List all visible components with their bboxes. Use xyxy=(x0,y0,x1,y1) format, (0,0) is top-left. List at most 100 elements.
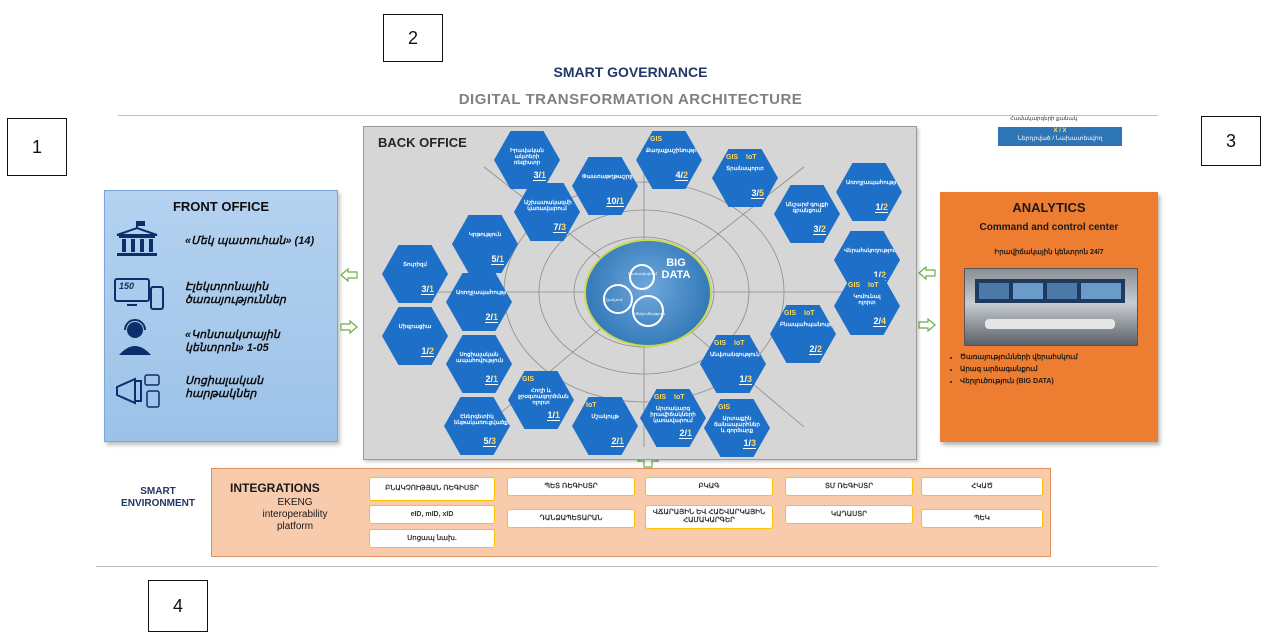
hex-count-implemented: 5 xyxy=(483,436,489,446)
megaphone-icon xyxy=(113,371,165,416)
chip-treasury: ԴԱՆՁԱՊԵՏԱՐԱՆ xyxy=(507,509,635,528)
devices-icon xyxy=(113,277,165,316)
analytics-bullet: Ծառայությունների վերահսկում xyxy=(960,352,1078,364)
analytics-list: Ծառայությունների վերահսկում Արագ արձագան… xyxy=(946,352,1078,388)
hex-count-implemented: 2 xyxy=(485,312,491,322)
diagram-subtitle: DIGITAL TRANSFORMATION ARCHITECTURE xyxy=(458,91,803,108)
arrow-left-icon xyxy=(340,268,358,282)
hex-count: 5/1 xyxy=(491,254,504,265)
hex-count: 2/2 xyxy=(809,344,822,355)
hex-count-planned: 2 xyxy=(880,270,886,280)
hex-label: Փաստաթղթաշրջանառություն xyxy=(582,174,671,180)
devices-count-label: 150 xyxy=(119,281,135,291)
gear-label-3: Վերլուծություն xyxy=(634,311,666,316)
hex-count: 2/4 xyxy=(873,316,886,327)
hex-label: Հողի և ջրօգտագործման ոլորտ xyxy=(518,388,569,406)
chip-payment-systems: ՎՃԱՐԱՅԻՆ ԵՎ ՀԱՇՎԱՐԿԱՅԻՆ ՀԱՄԱԿԱՐԳԵՐ xyxy=(645,505,773,529)
hex-label: Բնապահպանություն xyxy=(780,322,843,328)
hex-count-planned: 1 xyxy=(686,428,692,438)
hex-tag: GIS xyxy=(726,154,739,161)
bottom-divider xyxy=(96,566,1158,567)
diagram-title: SMART GOVERNANCE xyxy=(553,64,708,80)
front-office-item-one-window: «Մեկ պատուհան» (14) xyxy=(185,235,315,247)
gears-icon xyxy=(603,264,664,327)
hex-count: 1/3 xyxy=(743,438,756,449)
hex-count-implemented: 1 xyxy=(873,270,879,280)
legend-box: X / X Ներդրված / Նախատեսվող xyxy=(998,127,1122,146)
hex-count-implemented: 2 xyxy=(611,436,617,446)
hex-count-planned: 1 xyxy=(492,374,498,384)
system-hex: Առողջապահություն 1/2 xyxy=(836,163,902,221)
chip-state-register: ՊԵՏ ՌԵԳԻՍՏՐ xyxy=(507,477,635,496)
arrow-up-icon xyxy=(637,452,659,468)
control-room-image xyxy=(964,268,1138,346)
hex-count-planned: 2 xyxy=(882,202,888,212)
hex-count: 2/1 xyxy=(485,312,498,323)
hex-count-planned: 1 xyxy=(618,436,624,446)
chip-pek: ՊԵԿ xyxy=(921,509,1043,528)
hex-count-planned: 2 xyxy=(816,344,822,354)
chip-hkad: ՀԿԱԾ xyxy=(921,477,1043,496)
arrow-right-icon xyxy=(340,320,358,334)
hex-label: Վերահսկողություն xyxy=(844,248,899,254)
hex-count-planned: 5 xyxy=(758,188,764,198)
front-office-item-contact-center: «Կոնտակտային կենտրոն» 1-05 xyxy=(185,329,280,354)
hex-count-planned: 3 xyxy=(560,222,566,232)
hex-tag: GIS xyxy=(848,282,861,289)
hex-tag: GIS xyxy=(714,340,727,347)
top-divider xyxy=(118,115,1158,116)
analytics-subtitle: Command and control center xyxy=(979,222,1119,233)
hex-count-planned: 4 xyxy=(880,316,886,326)
analytics-bullet: Վերլուծություն (BIG DATA) xyxy=(960,376,1078,388)
hex-label: Առողջապահություն xyxy=(846,180,905,186)
chip-bkag: ԲԿԱԳ xyxy=(645,477,773,496)
integrations-title: INTEGRATIONS xyxy=(230,481,320,495)
back-office-panel: BACK OFFICE BIG DATA Կառավարում Մ xyxy=(363,126,917,460)
hex-label: Անշարժ գույքի գրանցում xyxy=(785,202,829,214)
hex-label: Կոմունալ ոլորտ xyxy=(853,294,881,306)
hex-count-implemented: 2 xyxy=(809,344,815,354)
marker-4: 4 xyxy=(148,580,208,632)
hex-label: Իրավական ակտերի ռեգիստր xyxy=(510,148,544,166)
call-center-agent-icon xyxy=(113,317,157,362)
chip-population-register: ԲՆԱԿՉՈՒԹՅԱՆ ՌԵԳԻՍՏՐ xyxy=(369,477,495,501)
arrow-left-icon xyxy=(918,266,936,280)
hex-count: 3/2 xyxy=(813,224,826,235)
gear-label-1: Կառավարում xyxy=(628,271,658,276)
hex-count-implemented: 10 xyxy=(606,196,617,206)
analytics-panel: ANALYTICS Command and control center Իրա… xyxy=(940,192,1158,442)
legend-title: Համակարգերի քանակ xyxy=(1010,116,1078,122)
hex-count-implemented: 1 xyxy=(875,202,881,212)
integrations-panel: INTEGRATIONS EKENG interoperability plat… xyxy=(211,468,1051,557)
hex-tag: IoT xyxy=(734,340,745,347)
hex-count-planned: 1 xyxy=(428,284,434,294)
marker-2: 2 xyxy=(383,14,443,62)
hex-count: 1/2 xyxy=(875,202,888,213)
hex-label: Արտաքին ճանապարհներ և գործարք xyxy=(714,416,760,434)
hex-count-planned: 3 xyxy=(490,436,496,446)
hex-count-planned: 3 xyxy=(750,438,756,448)
hex-count-planned: 3 xyxy=(746,374,752,384)
hex-count: 2/1 xyxy=(485,374,498,385)
hex-count-planned: 1 xyxy=(618,196,624,206)
gear-label-2: Մշակում xyxy=(604,297,623,302)
hex-count: 7/3 xyxy=(553,222,566,233)
system-hex: Իրավական ակտերի ռեգիստր 3/1 xyxy=(494,131,560,189)
front-office-title: FRONT OFFICE xyxy=(172,199,270,214)
front-office-panel: FRONT OFFICE «Մեկ պատուհան» (14) 150 Էլե… xyxy=(104,190,338,442)
smart-environment-label: SMART ENVIRONMENT xyxy=(121,486,195,509)
hex-count-planned: 1 xyxy=(498,254,504,264)
hex-tag: IoT xyxy=(674,394,685,401)
system-hex: Անշարժ գույքի գրանցում 3/2 xyxy=(774,185,840,243)
hex-count: 3/1 xyxy=(533,170,546,181)
hex-label: Միգրացիա xyxy=(398,324,432,330)
hex-count-implemented: 1 xyxy=(421,346,427,356)
chip-cadastre: ԿԱԴԱՍՏՐ xyxy=(785,505,913,524)
hex-tag: IoT xyxy=(746,154,757,161)
hex-label: Առողջապահություն xyxy=(456,290,515,296)
hex-count-planned: 1 xyxy=(492,312,498,322)
hex-count-implemented: 2 xyxy=(873,316,879,326)
hex-count-implemented: 5 xyxy=(491,254,497,264)
